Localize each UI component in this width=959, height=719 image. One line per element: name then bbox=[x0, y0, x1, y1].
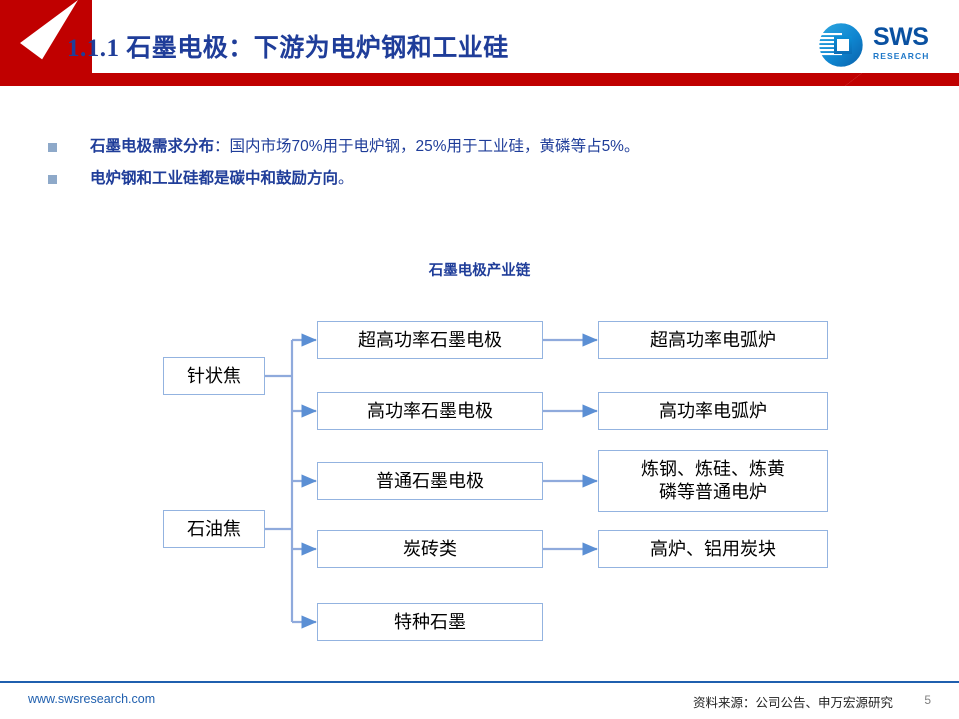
sws-logo: SWS RESEARCH bbox=[815, 19, 943, 71]
page-title: 1.1.1 石墨电极：下游为电炉钢和工业硅 bbox=[67, 35, 509, 62]
footer-website-link[interactable]: www.swsresearch.com bbox=[28, 692, 156, 706]
footer-divider bbox=[0, 681, 959, 683]
node-raw-0: 针状焦 bbox=[163, 357, 265, 395]
bullet-square-icon bbox=[48, 175, 57, 184]
bullet-item: 石墨电极需求分布：国内市场70%用于电炉钢，25%用于工业硅，黄磷等占5%。 bbox=[48, 136, 928, 158]
node-raw-1: 石油焦 bbox=[163, 510, 265, 548]
footer-source-note: 资料来源：公司公告、申万宏源研究 bbox=[692, 696, 893, 710]
bullet-rest: ：国内市场70%用于电炉钢，25%用于工业硅，黄磷等占5%。 bbox=[214, 138, 640, 155]
diagram-title: 石墨电极产业链 bbox=[428, 263, 531, 279]
node-application-2: 炼钢、炼硅、炼黄 磷等普通电炉 bbox=[598, 450, 828, 512]
node-product-3: 炭砖类 bbox=[317, 530, 543, 568]
node-application-3: 高炉、铝用炭块 bbox=[598, 530, 828, 568]
node-product-2: 普通石墨电极 bbox=[317, 462, 543, 500]
node-product-4: 特种石墨 bbox=[317, 603, 543, 641]
bullet-text: 石墨电极需求分布：国内市场70%用于电炉钢，25%用于工业硅，黄磷等占5%。 bbox=[90, 136, 639, 158]
sws-logo-secondary: RESEARCH bbox=[873, 51, 930, 61]
bullet-rest: 。 bbox=[338, 170, 354, 187]
bullet-lead: 石墨电极需求分布 bbox=[90, 138, 215, 155]
node-product-1: 高功率石墨电极 bbox=[317, 392, 543, 430]
bullet-list: 石墨电极需求分布：国内市场70%用于电炉钢，25%用于工业硅，黄磷等占5%。 电… bbox=[48, 136, 928, 200]
node-application-1: 高功率电弧炉 bbox=[598, 392, 828, 430]
bullet-square-icon bbox=[48, 143, 57, 152]
header-banner-shape bbox=[0, 0, 959, 86]
bullet-text: 电炉钢和工业硅都是碳中和鼓励方向。 bbox=[90, 168, 354, 190]
sws-logo-primary: SWS bbox=[873, 23, 929, 51]
sws-logo-mark-icon bbox=[818, 22, 864, 68]
sws-logo-text: SWS RESEARCH bbox=[873, 23, 943, 62]
bullet-lead: 电炉钢和工业硅都是碳中和鼓励方向 bbox=[90, 170, 339, 187]
footer-page-number: 5 bbox=[924, 693, 931, 707]
page-header: 1.1.1 石墨电极：下游为电炉钢和工业硅 bbox=[0, 0, 959, 98]
bullet-item: 电炉钢和工业硅都是碳中和鼓励方向。 bbox=[48, 168, 928, 190]
node-application-0: 超高功率电弧炉 bbox=[598, 321, 828, 359]
node-product-0: 超高功率石墨电极 bbox=[317, 321, 543, 359]
